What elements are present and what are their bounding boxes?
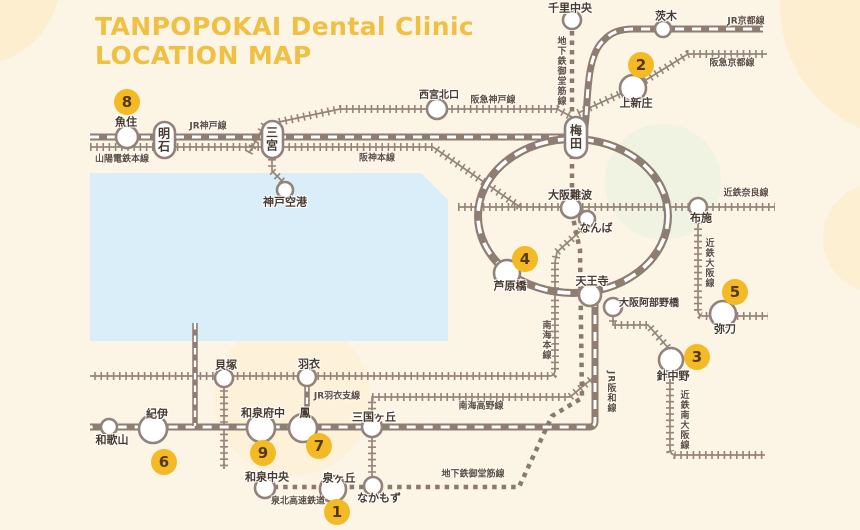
station-marker-yato [708,299,738,329]
line-label-sanyo: 山陽電鉄本線 [94,154,150,165]
station-marker-izumi-chuo [253,476,277,500]
station-label-umeda: 梅田 [568,124,583,150]
station-label-wakayama: 和歌山 [95,433,129,447]
line-label-jr-hanwa: JR阪和線 [605,370,616,414]
station-marker-kobe-airport [275,180,295,200]
station-marker-ibaraki [653,19,673,39]
station-marker-wakayama [99,417,119,437]
station-marker-nishinomiya-kitaguchi [425,97,449,121]
location-badge-3: 3 [684,344,710,370]
station-marker-tennoji [577,282,603,308]
line-label-jr-kyoto: JR京都線 [727,16,765,27]
station-pill-sannomiya [260,119,285,160]
decor-circle [823,186,860,290]
line-label-nankai-main: 南海本線 [540,320,551,360]
station-markers [99,9,738,504]
station-label-otori: 鳳 [299,406,311,420]
station-label-izumigaoka: 泉ヶ丘 [322,471,356,485]
station-label-kobe-airport: 神戸空港 [263,195,307,209]
station-label-osaka-abenobashi: 大阪阿部野橋 [619,298,679,309]
station-label-ibaraki: 茨木 [655,9,677,23]
station-pill-akashi [152,120,177,160]
station-label-hagoromo: 羽衣 [298,357,320,371]
title-line1: TANPOPOKAI Dental Clinic [95,12,475,41]
station-marker-osaka-abenobashi [602,296,624,318]
line-label-semboku-rapid: 泉北高速鉄道 [270,496,326,507]
station-label-izumi-fuchu: 和泉府中 [241,406,285,420]
location-badge-7: 7 [306,433,332,459]
station-marker-mikunigaoka [360,415,384,439]
station-label-namba: なんば [579,221,613,235]
line-label-nankai-koya: 南海高野線 [458,401,504,412]
station-marker-fuse [687,196,709,218]
station-marker-kii [137,413,169,445]
station-label-kii: 紀伊 [146,407,168,421]
station-marker-hagoromo [296,366,318,388]
sea-area [90,173,448,341]
station-marker-uozumi [114,124,140,150]
station-label-senri-chuo: 千里中央 [548,1,592,15]
station-marker-nakamozu [362,475,384,497]
line-label-jr-hagoromo-branch: JR羽衣支線 [313,391,361,402]
line-label-kintetsu-nara: 近鉄奈良線 [723,188,769,199]
station-pill-umeda [563,115,589,160]
station-marker-osaka-namba [559,196,583,220]
station-marker-namba [577,209,597,229]
station-marker-senri-chuo [561,9,583,31]
station-label-kami-shinjo: 上新庄 [619,96,653,110]
location-badge-5: 5 [722,279,748,305]
line-label-midosuji-top: 地下鉄御堂筋線 [555,36,566,106]
station-label-akashi: 明石 [156,127,171,153]
line-label-hanshin: 阪神本線 [358,153,396,164]
line-label-kintetsu-osaka: 近鉄大阪線 [703,238,714,288]
station-label-nakamozu: なかもず [357,491,401,505]
line-label-hankyu-kyoto: 阪急京都線 [709,58,755,69]
station-marker-kaizuka [213,367,235,389]
location-badge-1: 1 [324,499,350,525]
title-line2: LOCATION MAP [95,41,312,70]
line-label-hankyu-kobe: 阪急神戸線 [470,95,516,106]
page-title: TANPOPOKAI Dental Clinic LOCATION MAP [95,12,474,70]
location-badge-9: 9 [250,440,276,466]
station-label-izumi-chuo: 和泉中央 [245,470,289,484]
location-badge-4: 4 [512,246,538,272]
station-label-nishinomiya-kitaguchi: 西宮北口 [419,90,459,101]
decor-circle [0,0,58,62]
location-badge-2: 2 [628,52,654,78]
station-label-fuse: 布施 [690,211,712,225]
station-label-tennoji: 天王寺 [575,274,609,288]
station-label-harinakano: 針中野 [656,369,690,383]
station-marker-harinakano [657,346,685,374]
line-label-midosuji-bottom: 地下鉄御堂筋線 [441,469,505,480]
station-label-osaka-namba: 大阪難波 [548,188,592,202]
location-badge-8: 8 [114,89,140,115]
station-label-uozumi: 魚住 [115,115,137,129]
station-label-mikunigaoka: 三国ヶ丘 [352,410,396,424]
line-label-jr-kobe: JR神戸線 [189,121,227,132]
station-label-kaizuka: 貝塚 [215,358,237,372]
line-label-kintetsu-minami-osaka: 近鉄南大阪線 [678,390,689,450]
station-label-sannomiya: 三宮 [264,126,279,152]
location-badge-6: 6 [151,449,177,475]
station-label-ashiharabashi: 芦原橋 [493,279,527,293]
station-label-yato: 弥刀 [714,322,736,336]
decor-circle [780,0,860,129]
